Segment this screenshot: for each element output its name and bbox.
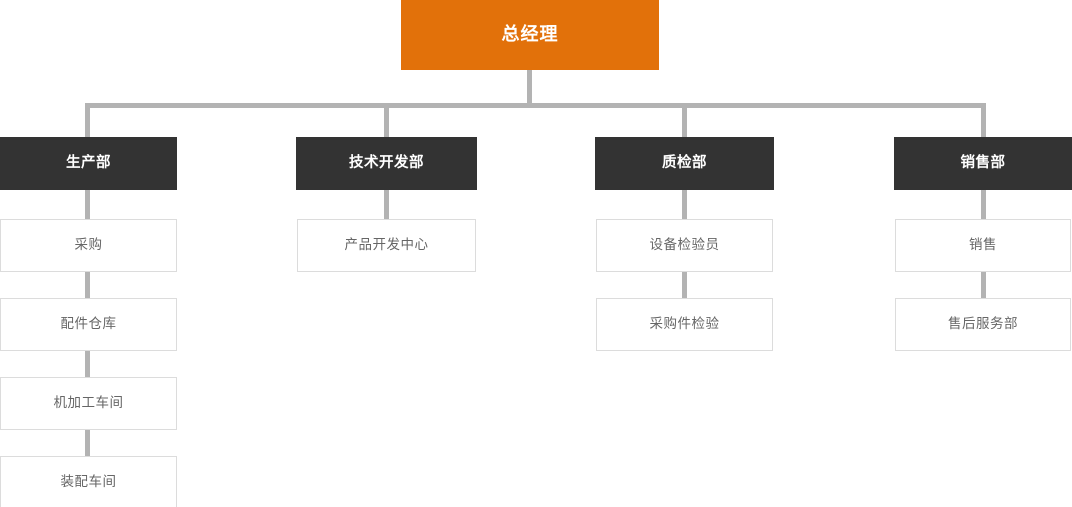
node-child-label: 采购件检验 [649, 316, 720, 332]
node-department-technical-development[interactable]: 技术开发部 [296, 137, 477, 190]
node-root-label: 总经理 [501, 24, 559, 45]
connector-production-to-child-3 [85, 430, 90, 456]
node-child-label: 产品开发中心 [344, 237, 429, 253]
connector-department-bus [85, 103, 986, 108]
node-child-label: 销售 [969, 237, 997, 253]
connector-root-drop [527, 70, 532, 106]
connector-quality-inspection-to-child-0 [682, 190, 687, 219]
node-child-equipment-inspector[interactable]: 设备检验员 [596, 219, 773, 272]
node-child-label: 设备检验员 [649, 237, 720, 253]
node-child-label: 配件仓库 [60, 316, 117, 332]
node-child-parts-warehouse[interactable]: 配件仓库 [0, 298, 177, 351]
node-child-label: 采购 [74, 237, 103, 253]
node-child-label: 装配车间 [60, 474, 117, 490]
connector-bus-to-dept-0 [85, 103, 90, 137]
connector-quality-inspection-to-child-1 [682, 272, 687, 298]
node-department-label: 技术开发部 [349, 154, 424, 171]
node-child-after-sales-service[interactable]: 售后服务部 [895, 298, 1071, 351]
node-department-label: 生产部 [66, 154, 111, 171]
node-department-label: 销售部 [960, 154, 1006, 171]
connector-sales-to-child-1 [981, 272, 986, 298]
node-root-general-manager[interactable]: 总经理 [401, 0, 659, 70]
node-child-product-development-center[interactable]: 产品开发中心 [297, 219, 476, 272]
node-department-label: 质检部 [662, 154, 707, 171]
node-child-assembly-workshop[interactable]: 装配车间 [0, 456, 177, 507]
connector-technical-development-to-child-0 [384, 190, 389, 219]
connector-production-to-child-1 [85, 272, 90, 298]
node-child-sales[interactable]: 销售 [895, 219, 1071, 272]
node-department-quality-inspection[interactable]: 质检部 [595, 137, 774, 190]
node-child-procurement[interactable]: 采购 [0, 219, 177, 272]
connector-production-to-child-2 [85, 351, 90, 377]
connector-production-to-child-0 [85, 190, 90, 219]
node-department-production[interactable]: 生产部 [0, 137, 177, 190]
node-child-label: 售后服务部 [948, 316, 1018, 332]
connector-sales-to-child-0 [981, 190, 986, 219]
connector-bus-to-dept-2 [682, 103, 687, 137]
node-department-sales[interactable]: 销售部 [894, 137, 1072, 190]
connector-bus-to-dept-3 [981, 103, 986, 137]
node-child-label: 机加工车间 [53, 395, 124, 411]
connector-bus-to-dept-1 [384, 103, 389, 137]
node-child-machining-workshop[interactable]: 机加工车间 [0, 377, 177, 430]
node-child-purchased-parts-inspection[interactable]: 采购件检验 [596, 298, 773, 351]
